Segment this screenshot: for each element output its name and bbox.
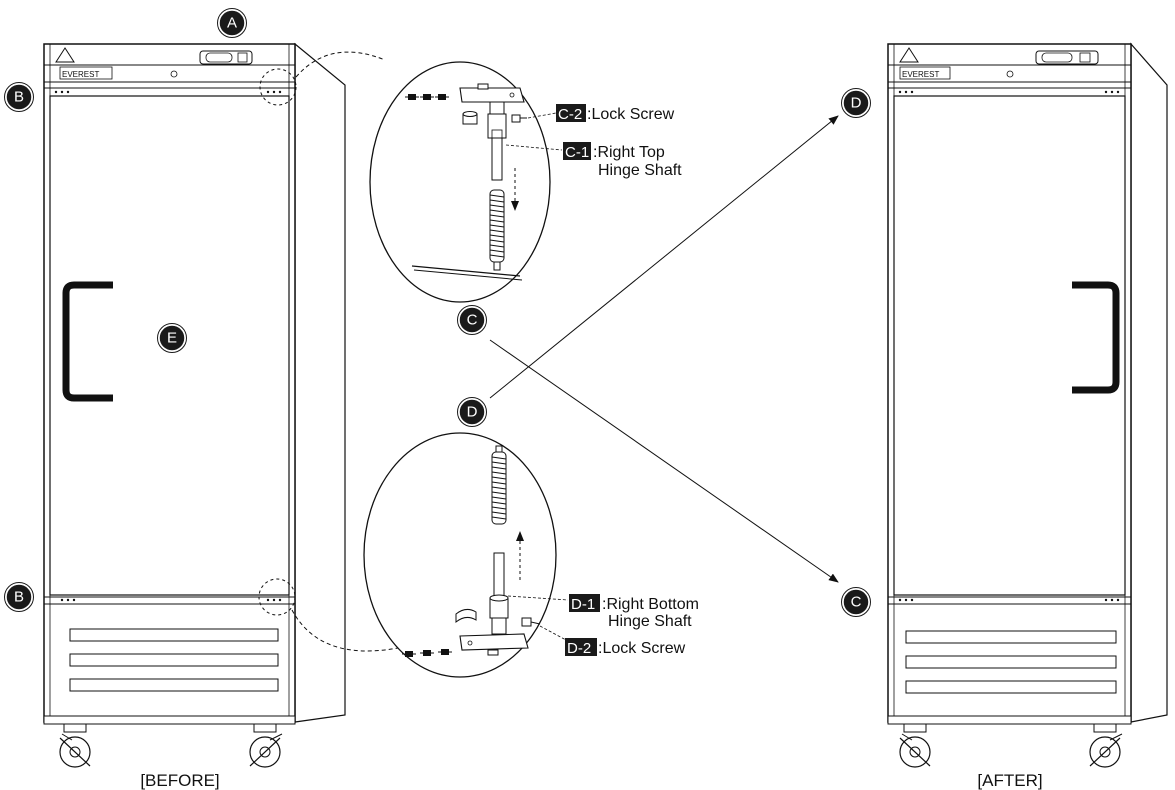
after-brand-plate [899,66,951,80]
d2-badge [565,638,597,656]
before-refrigerator: EVEREST [43,42,346,768]
before-brand-plate [59,66,113,80]
arrow-d-to-top-right [489,115,839,399]
callout-c-middle-letter: C [467,312,478,329]
after-top-hinge-screws [898,90,1120,94]
after-grille [905,630,1117,694]
label-d1-hinge-shaft: D-1 :Right Bottom Hinge Shaft [569,594,699,630]
bottom-hinge-plate-icon [459,633,529,651]
d1-text-line2: Hinge Shaft [608,613,692,630]
d1-text-line1: :Right Bottom [602,596,699,613]
c1-text-line2: Hinge Shaft [598,162,682,179]
before-grille [69,628,279,692]
label-d2-lock-screw: D-2 :Lock Screw [565,638,686,657]
callout-d-right-letter: D [851,95,862,112]
after-side-panel [1130,42,1168,723]
callout-b-bottom-letter: B [14,589,24,606]
callout-a-letter: A [227,15,237,32]
after-door-handle [1072,281,1120,394]
c1-text-line1: :Right Top [593,144,665,161]
callout-d-right: D [841,88,871,118]
c2-badge [556,104,586,122]
after-refrigerator: EVEREST [887,42,1168,768]
callout-b-top-letter: B [14,89,24,106]
after-caster-left [899,723,931,768]
bottom-hinge-detail [363,432,569,678]
before-side-panel [294,42,346,723]
top-detail-leader [295,51,386,78]
d2-text: :Lock Screw [598,640,686,657]
d1-badge [569,594,600,612]
d2-code: D-2 [567,640,591,657]
callout-c-middle: C [457,305,487,335]
top-hinge-zoom-marker [259,68,297,106]
callout-d-middle: D [457,397,487,427]
before-top-hinge-screws [54,90,282,94]
before-caster-left [59,723,91,768]
before-caster-right [249,723,283,768]
top-hinge-plate-icon [459,87,525,103]
callout-c-right-letter: C [851,594,862,611]
callout-c-right: C [841,587,871,617]
caption-before: [BEFORE] [140,771,219,790]
caption-after: [AFTER] [977,771,1042,790]
after-door [893,95,1126,596]
label-c2-lock-screw: C-2 :Lock Screw [556,104,675,123]
bottom-hinge-zoom-marker [258,578,296,616]
after-bottom-hinge-screws [898,598,1120,602]
bottom-detail-screws-icon [402,649,452,657]
after-caster-right [1089,723,1123,768]
before-bottom-hinge-screws [60,598,282,602]
callout-a: A [217,8,247,38]
top-spring-icon [489,189,505,271]
bottom-detail-bubble [363,432,557,678]
after-logo-icon [899,47,919,63]
after-brand-text: EVEREST [902,70,939,79]
before-brand-text: EVEREST [62,70,99,79]
bottom-spring-icon [491,445,507,525]
callout-b-top: B [4,82,34,112]
c1-badge [563,142,591,160]
before-thermostat-dot [170,70,178,78]
top-detail-screws-icon [405,94,449,100]
before-logo-icon [55,47,75,63]
callout-b-bottom: B [4,582,34,612]
callout-e: E [157,323,187,353]
c2-code: C-2 [558,106,582,123]
d1-code: D-1 [571,596,595,613]
c1-code: C-1 [565,144,589,161]
callout-d-middle-letter: D [467,404,478,421]
top-hinge-detail [369,61,563,303]
c2-text: :Lock Screw [587,106,675,123]
arrow-c-to-bottom-right [489,339,839,583]
callout-e-letter: E [167,330,177,347]
label-c1-hinge-shaft: C-1 :Right Top Hinge Shaft [563,142,682,179]
before-door-handle [62,281,113,402]
